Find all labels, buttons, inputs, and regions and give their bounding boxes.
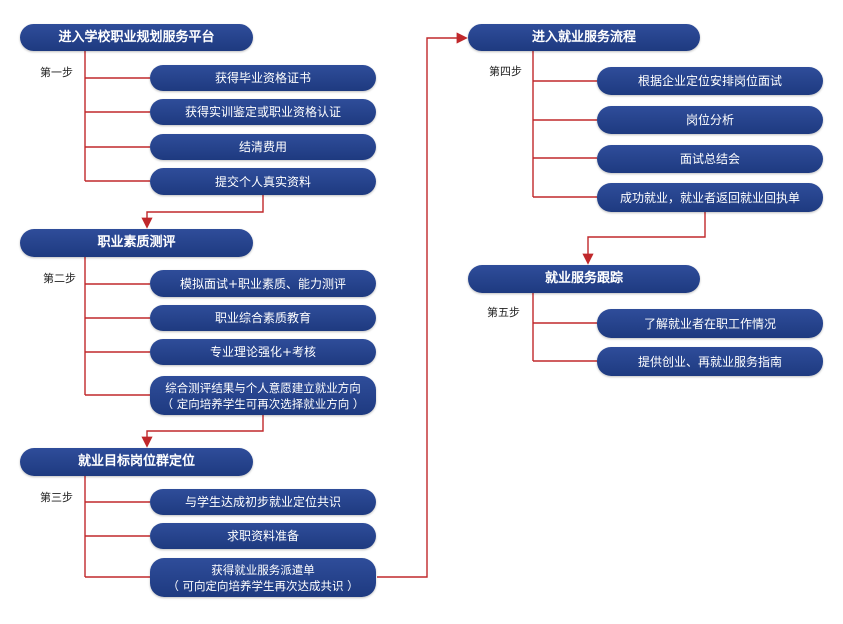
stage-4-item-2: 岗位分析 [597,106,823,134]
stage-5-item-2: 提供创业、再就业服务指南 [597,347,823,376]
stage-1-step-label: 第一步 [40,66,73,79]
stage-5-title: 就业服务跟踪 [468,265,700,293]
stage-4-item-4: 成功就业，就业者返回就业回执单 [597,183,823,212]
stage-2-title: 职业素质测评 [20,229,253,257]
stage-3-item-3: 获得就业服务派遣单 （ 可向定向培养学生再次达成共识 ） [150,558,376,597]
stage-5-step-label: 第五步 [487,306,520,319]
stage-4-step-label: 第四步 [489,65,522,78]
stage-1-item-2: 获得实训鉴定或职业资格认证 [150,99,376,125]
stage-2-item-3: 专业理论强化+考核 [150,339,376,365]
stage-4-item-1: 根据企业定位安排岗位面试 [597,67,823,95]
stage-1-item-4: 提交个人真实资料 [150,168,376,195]
stage-3-title: 就业目标岗位群定位 [20,448,253,476]
stage-5-item-1: 了解就业者在职工作情况 [597,309,823,338]
stage-1-item-1: 获得毕业资格证书 [150,65,376,91]
stage-1-title: 进入学校职业规划服务平台 [20,24,253,51]
stage-1-item-3: 结清费用 [150,134,376,160]
stage-2-item-1: 模拟面试+职业素质、能力测评 [150,270,376,297]
stage-2-item-2: 职业综合素质教育 [150,305,376,331]
stage-2-step-label: 第二步 [43,272,76,285]
stage-4-title: 进入就业服务流程 [468,24,700,51]
stage-3-item-2: 求职资料准备 [150,523,376,549]
stage-3-step-label: 第三步 [40,491,73,504]
stage-4-item-3: 面试总结会 [597,145,823,173]
stage-3-item-1: 与学生达成初步就业定位共识 [150,489,376,515]
stage-2-item-4: 综合测评结果与个人意愿建立就业方向 （ 定向培养学生可再次选择就业方向 ） [150,376,376,415]
